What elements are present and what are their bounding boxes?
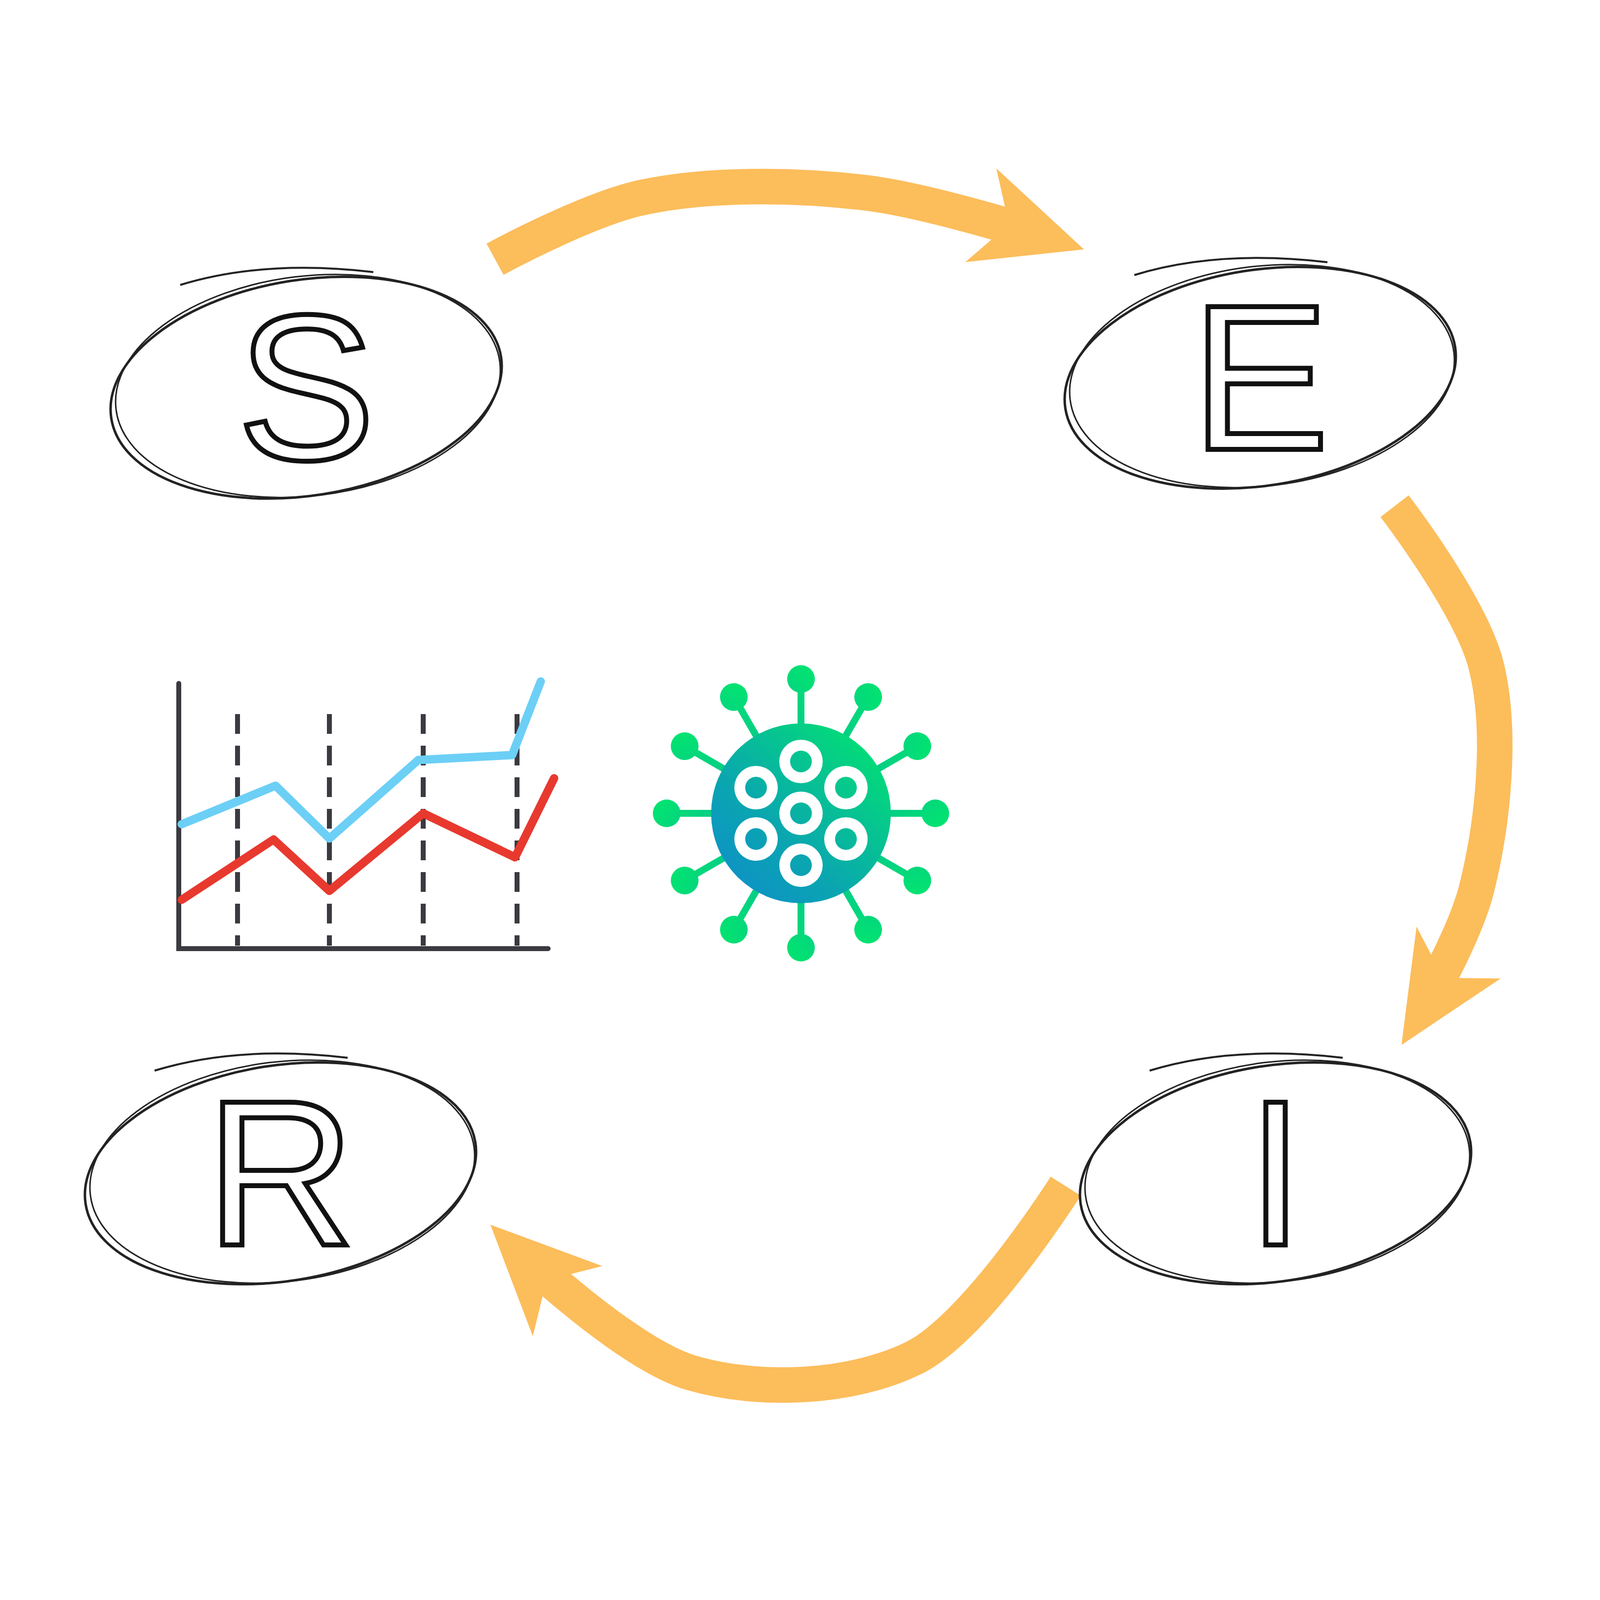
ellipse-stroke <box>1048 240 1472 516</box>
ellipse-sketch <box>1056 243 1468 509</box>
ellipse-tail <box>180 267 374 285</box>
virus-body <box>711 723 891 904</box>
virus-spike <box>884 799 950 828</box>
grid-line <box>235 714 240 946</box>
virus-core-dot <box>835 828 857 850</box>
virus-core-dot <box>790 854 812 877</box>
ellipse-sketch <box>102 253 514 519</box>
ellipse-stroke <box>1063 1036 1487 1311</box>
chart-line <box>181 778 555 900</box>
grid-line <box>326 714 332 946</box>
virus-core-dot <box>745 828 767 850</box>
virus-core <box>824 817 868 861</box>
grid-line <box>420 714 426 946</box>
chart-line <box>181 681 541 839</box>
state-letter: R <box>205 1069 356 1278</box>
ellipse-stroke <box>94 250 518 525</box>
state-ellipse: R <box>70 1044 491 1302</box>
virus-core <box>734 765 778 810</box>
state-letter: E <box>1191 274 1330 482</box>
virus-core-dot <box>745 776 767 799</box>
virus-spike <box>787 897 815 962</box>
ellipse-tail <box>154 1053 348 1071</box>
state-letter: S <box>237 283 376 492</box>
virus-icon <box>652 665 950 962</box>
transition-arrow <box>495 186 1085 260</box>
ellipse-sketch <box>1072 1039 1483 1305</box>
virus-spike <box>652 799 718 828</box>
line-chart-icon <box>178 681 555 949</box>
state-letter: I <box>1246 1069 1305 1278</box>
virus-spike <box>787 665 815 730</box>
state-ellipse: E <box>1050 249 1471 507</box>
ellipse-stroke <box>68 1036 492 1311</box>
virus-core <box>779 843 823 887</box>
virus-core <box>779 791 823 836</box>
state-ellipse: I <box>1065 1044 1486 1302</box>
transition-arrow <box>1394 506 1495 1045</box>
chart-axis <box>178 683 549 949</box>
virus-cores <box>734 739 868 887</box>
state-ellipse: S <box>96 259 517 517</box>
virus-core <box>824 765 868 810</box>
virus-core-dot <box>790 750 812 773</box>
ellipse-sketch <box>77 1039 488 1305</box>
transition-arrow <box>490 1186 1066 1386</box>
virus-core-dot <box>835 776 857 799</box>
ellipse-tail <box>1134 257 1328 276</box>
ellipse-tail <box>1149 1053 1343 1071</box>
virus-core-dot <box>790 802 812 825</box>
virus-core <box>779 739 823 784</box>
virus-core <box>734 817 778 861</box>
